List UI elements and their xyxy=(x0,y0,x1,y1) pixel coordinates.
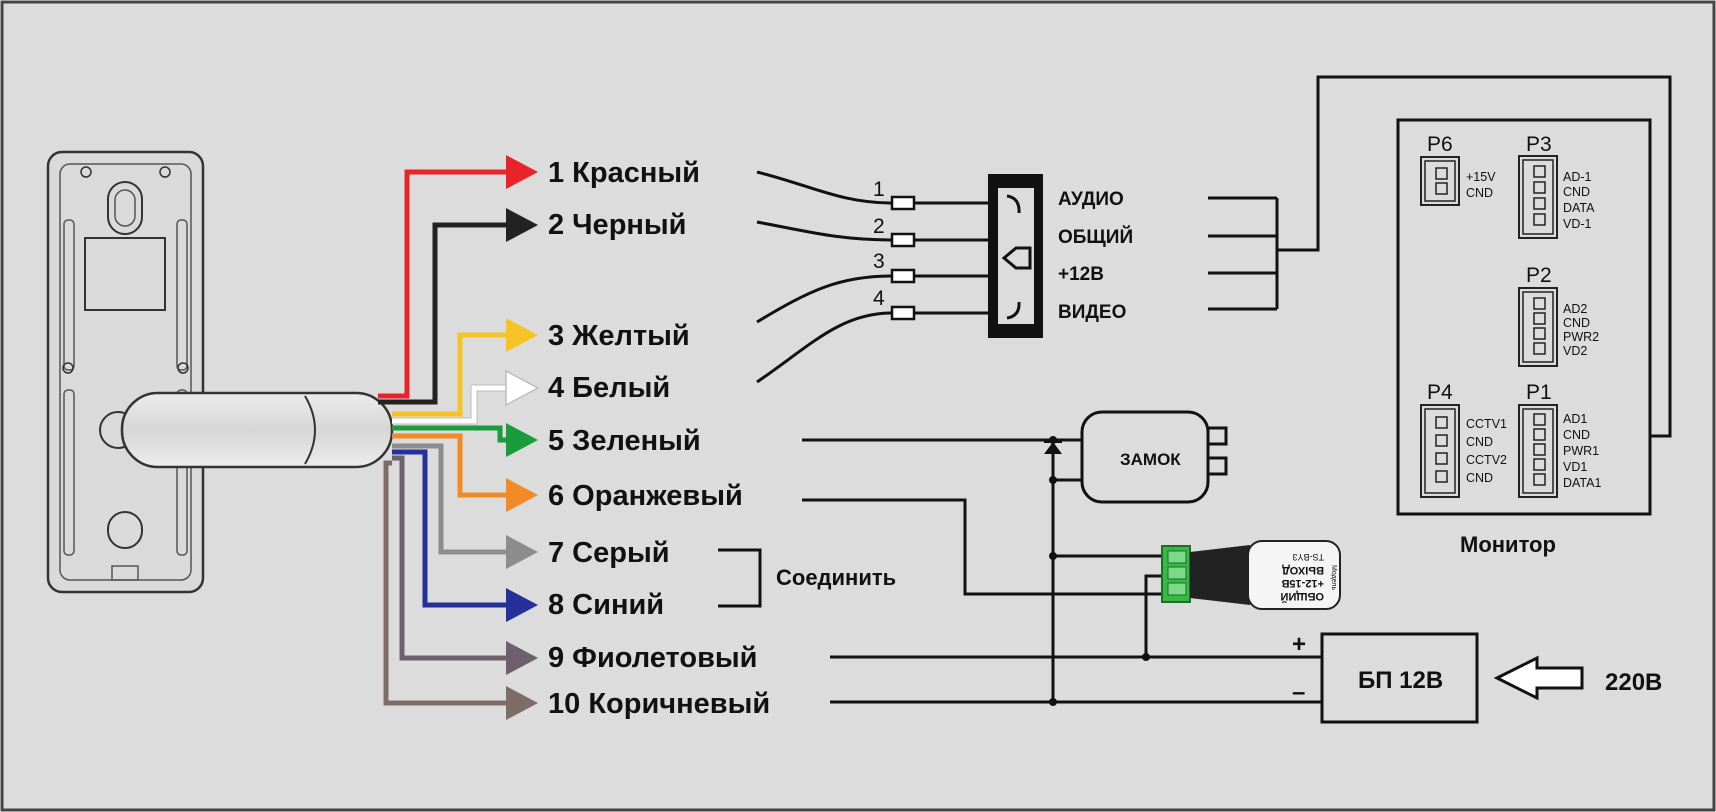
wire-9 xyxy=(392,455,510,661)
psu-input-voltage: 220В xyxy=(1605,669,1662,696)
wire-label-1: 1 Красный xyxy=(548,157,700,189)
wire-7 xyxy=(392,443,510,555)
p2-pin-3: PWR2 xyxy=(1563,330,1599,344)
wire-4 xyxy=(392,385,510,424)
p6-pin-2: CND xyxy=(1466,186,1493,200)
pin-number-3: 3 xyxy=(873,250,885,273)
wire-5-arrow xyxy=(506,423,538,457)
pin-number-4: 4 xyxy=(873,287,885,310)
wire-label-2: 2 Черный xyxy=(548,209,687,241)
psu-plus: + xyxy=(1292,631,1306,658)
monitor-title: Монитор xyxy=(1460,532,1556,557)
pin-label-audio: АУДИО xyxy=(1058,189,1124,210)
port-name-p3: P3 xyxy=(1526,133,1552,156)
p4-pin-1: CCTV1 xyxy=(1466,417,1507,431)
wire-3-arrow xyxy=(506,318,538,352)
converter-module: ОБЩИЙ +12-15В ВЫХОД TS-BY3 Модель xyxy=(1161,540,1341,610)
pin-label-power: +12В xyxy=(1058,264,1104,285)
pin-label-video: ВИДЕО xyxy=(1058,302,1126,323)
connector-pin-numbers: 1 2 3 4 xyxy=(873,178,885,310)
wire-label-6: 6 Оранжевый xyxy=(548,480,743,512)
wire-8-arrow xyxy=(506,588,538,622)
wire-1-arrow xyxy=(506,155,538,189)
wire-6-arrow xyxy=(506,478,538,512)
p2-pin-4: VD2 xyxy=(1563,344,1587,358)
wire-label-3: 3 Желтый xyxy=(548,320,690,352)
p1-pin-3: PWR1 xyxy=(1563,444,1599,458)
p1-pin-4: VD1 xyxy=(1563,460,1587,474)
p3-pin-4: VD-1 xyxy=(1563,217,1592,231)
p4-pin-4: CND xyxy=(1466,471,1493,485)
wire-1 xyxy=(378,169,510,399)
wire-label-9: 9 Фиолетовый xyxy=(548,642,758,674)
door-panel xyxy=(46,150,394,594)
p1-pin-5: DATA1 xyxy=(1563,476,1601,490)
connector-pin-labels: АУДИО ОБЩИЙ +12В ВИДЕО xyxy=(1058,189,1133,323)
monitor-link-lines xyxy=(1208,75,1672,438)
p4-pin-3: CCTV2 xyxy=(1466,453,1507,467)
converter-line-1: ОБЩИЙ xyxy=(1280,590,1324,603)
p4-pin-2: CND xyxy=(1466,435,1493,449)
converter-line-5: Модель xyxy=(1330,565,1337,590)
p1-pin-2: CND xyxy=(1563,428,1590,442)
lock-label: ЗАМОК xyxy=(1120,450,1181,469)
p1-pin-1: AD1 xyxy=(1563,412,1587,426)
wire-8 xyxy=(392,449,510,608)
wire-labels: 1 Красный 2 Черный 3 Желтый 4 Белый 5 Зе… xyxy=(548,157,770,720)
converter-line-4: TS-BY3 xyxy=(1292,552,1324,562)
p3-pin-2: CND xyxy=(1563,185,1590,199)
p3-pin-1: AD-1 xyxy=(1563,170,1592,184)
monitor: P6 +15V CND P3 AD-1 CND DATA VD-1 P2 AD2… xyxy=(1396,118,1652,516)
pin-number-2: 2 xyxy=(873,215,885,238)
wire-9-arrow xyxy=(506,641,538,675)
lock-circuit: ЗАМОК xyxy=(802,410,1322,706)
p2-pin-2: CND xyxy=(1563,316,1590,330)
wire-6 xyxy=(392,433,510,498)
wire-label-5: 5 Зеленый xyxy=(548,425,701,457)
wire-2 xyxy=(378,222,510,405)
psu-minus: – xyxy=(1292,679,1305,706)
join-label: Соединить xyxy=(776,565,896,590)
psu-label: БП 12В xyxy=(1358,667,1443,694)
wire-4-arrow xyxy=(505,369,540,407)
wire-group xyxy=(378,155,540,720)
av-connector xyxy=(988,174,1043,338)
wire-2-arrow xyxy=(506,208,538,242)
wire-label-4: 4 Белый xyxy=(548,372,670,404)
pin-number-1: 1 xyxy=(873,178,885,201)
wire-5 xyxy=(392,425,510,443)
pin-label-common: ОБЩИЙ xyxy=(1058,226,1133,248)
port-name-p6: P6 xyxy=(1427,133,1453,156)
wire-3 xyxy=(392,332,510,417)
port-name-p4: P4 xyxy=(1427,381,1453,404)
power-supply: БП 12В + – 220В xyxy=(1292,631,1662,724)
port-name-p2: P2 xyxy=(1526,264,1552,287)
wire-7-arrow xyxy=(506,535,538,569)
p2-pin-1: AD2 xyxy=(1563,302,1587,316)
wire-10 xyxy=(383,460,510,706)
p3-pin-3: DATA xyxy=(1563,201,1595,215)
p6-pin-1: +15V xyxy=(1466,170,1496,184)
wire-label-10: 10 Коричневый xyxy=(548,688,770,720)
converter-line-3: ВЫХОД xyxy=(1282,564,1324,576)
wire-10-arrow xyxy=(506,686,538,720)
converter-line-2: +12-15В xyxy=(1281,577,1324,589)
wire-label-8: 8 Синий xyxy=(548,589,664,621)
connector-terminals xyxy=(890,195,995,321)
join-bracket: Соединить xyxy=(718,548,896,608)
audio-video-curves xyxy=(756,170,893,384)
port-name-p1: P1 xyxy=(1526,381,1552,404)
wire-label-7: 7 Серый xyxy=(548,537,670,569)
